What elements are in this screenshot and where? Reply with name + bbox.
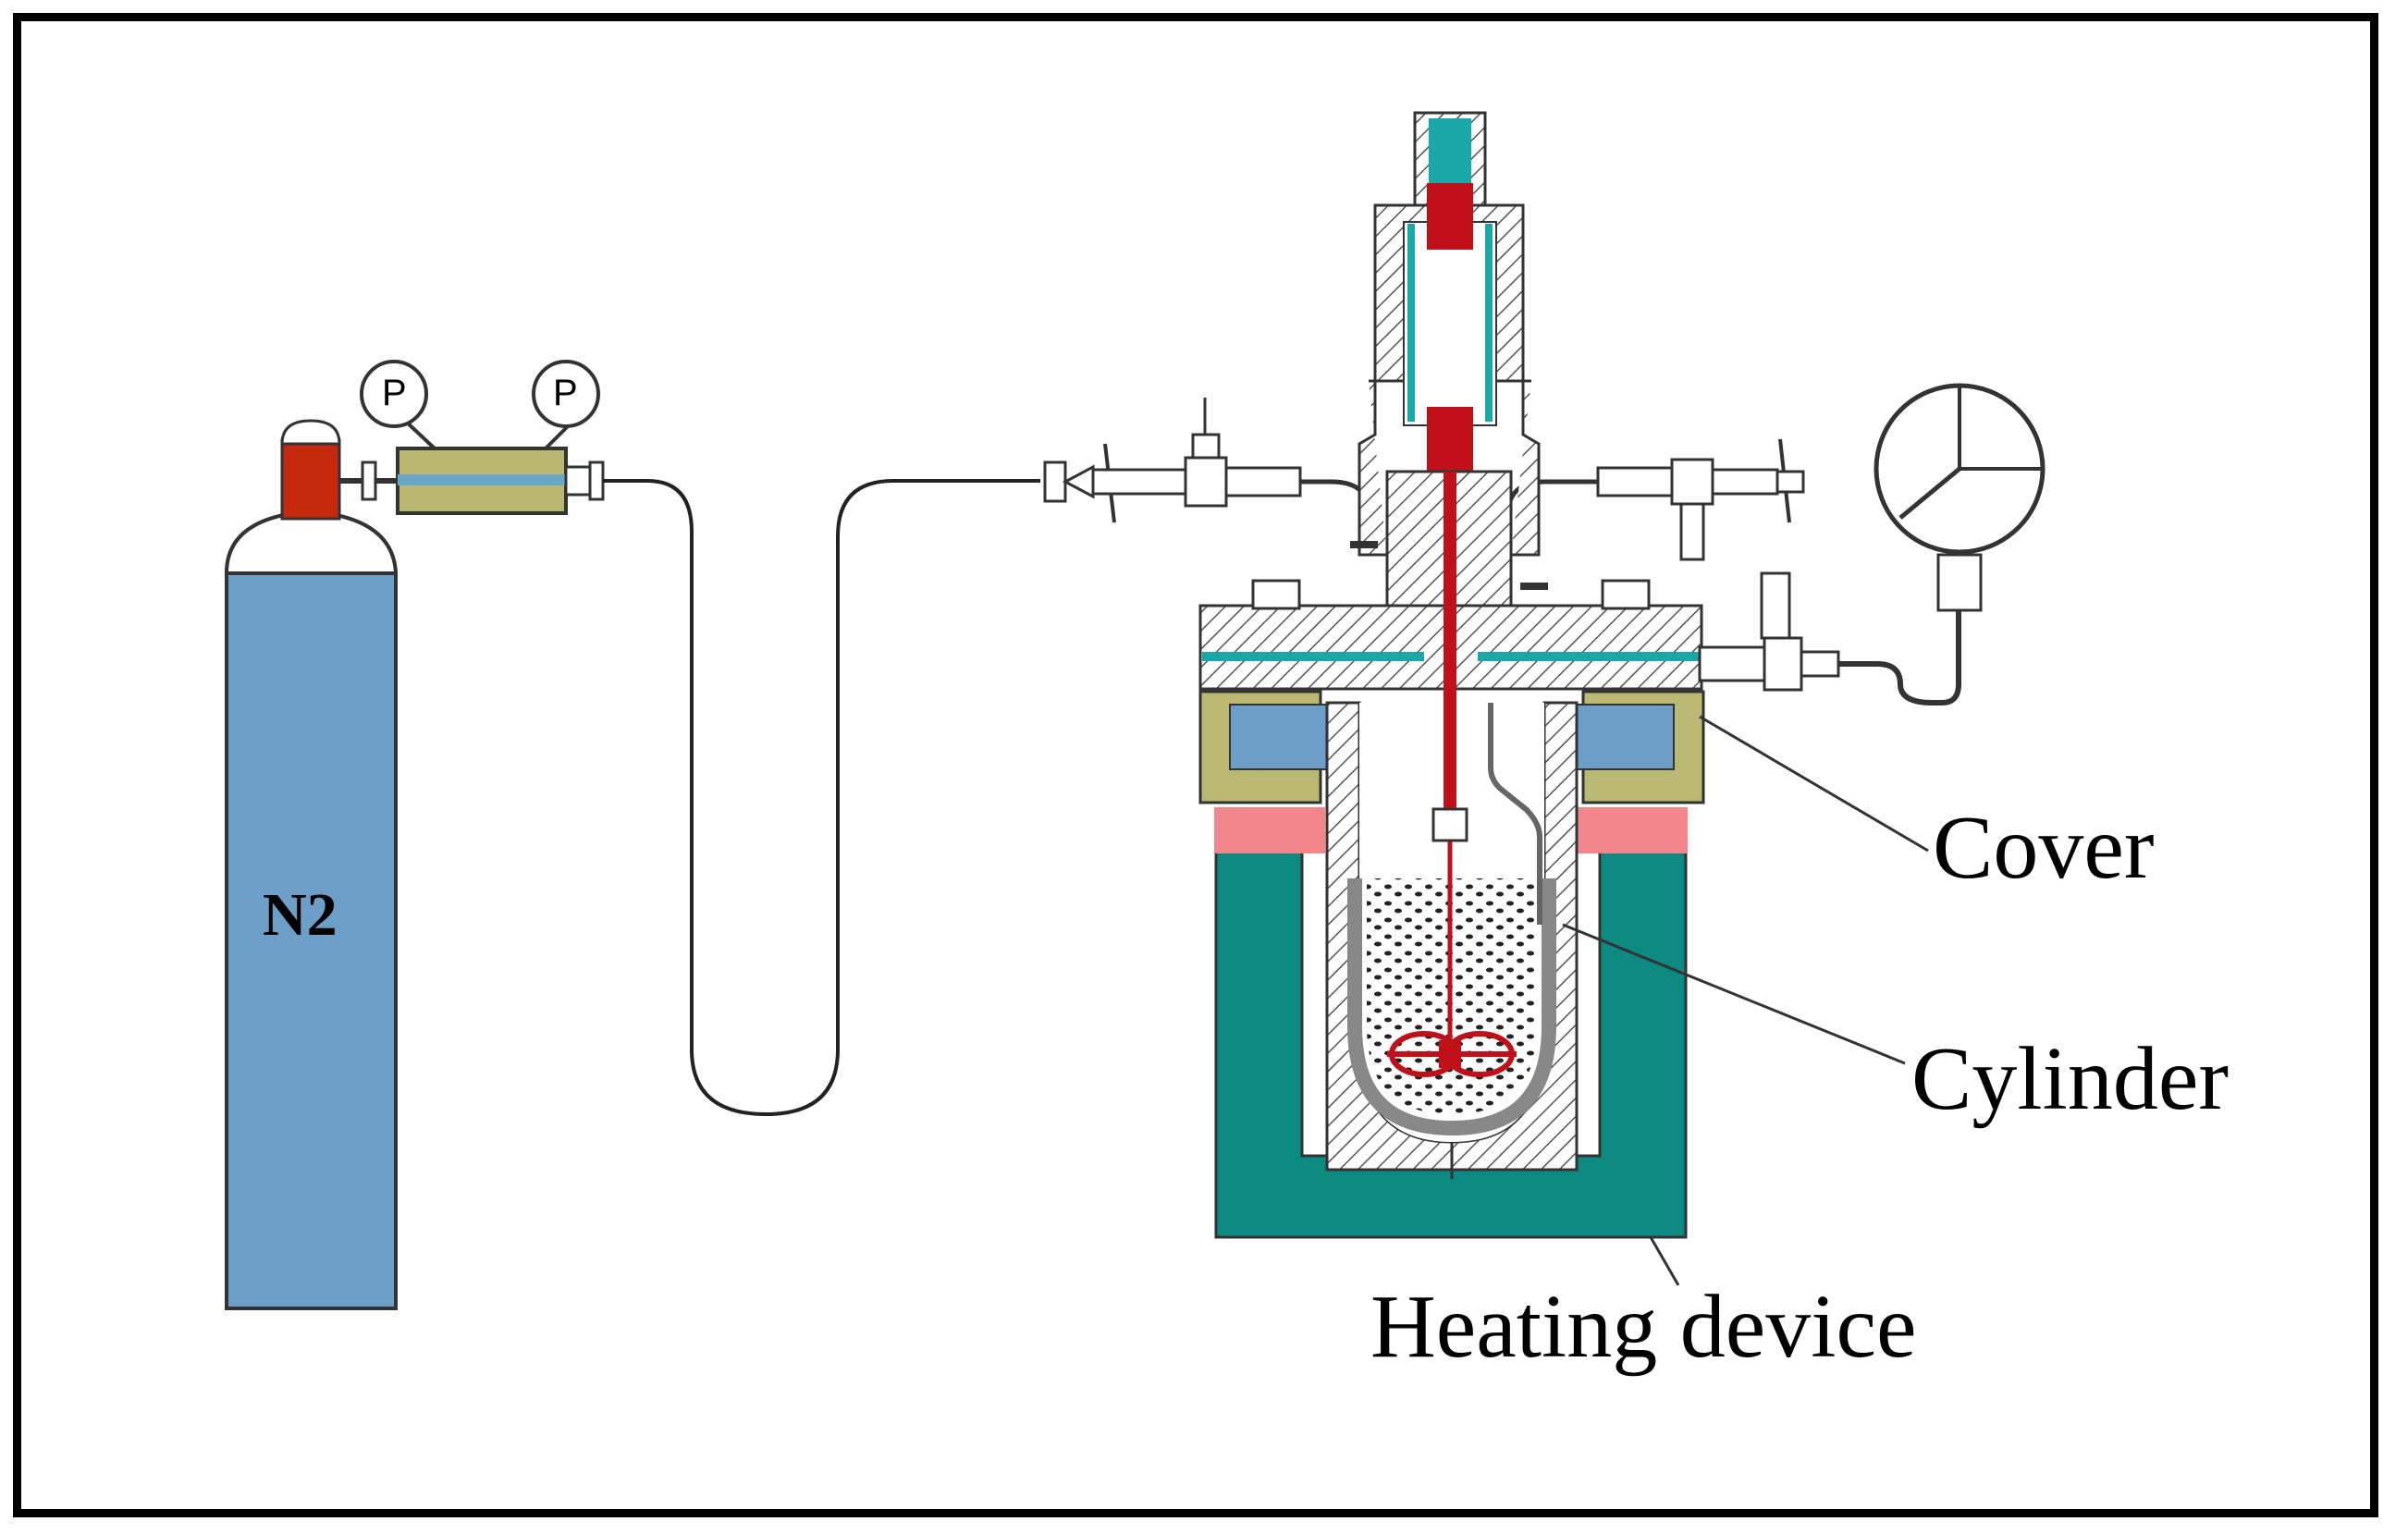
stirrer xyxy=(1387,472,1517,1077)
gas-cylinder xyxy=(224,419,399,1310)
gauge-p-label: P xyxy=(382,373,407,413)
cover-label: Cover xyxy=(1933,798,2155,898)
gas-hose xyxy=(603,479,1040,1117)
leader-cylinder xyxy=(1562,923,1906,1065)
gas-cylinder-label: N2 xyxy=(263,881,338,949)
gas-cylinder-cap xyxy=(280,419,341,446)
pressure-gauge-2 xyxy=(532,360,600,428)
figure-frame xyxy=(13,13,2378,1517)
pressure-gauge-1 xyxy=(360,360,428,428)
gauge-p-label: P xyxy=(553,373,578,413)
reactor-pressure-gauge xyxy=(1698,383,2046,706)
insulation-ring-left xyxy=(1214,807,1325,853)
gas-cylinder-valve xyxy=(280,438,341,521)
heating-device-label: Heating device xyxy=(1370,1277,1917,1377)
gas-cylinder-shoulder xyxy=(224,509,399,575)
cylinder-label: Cylinder xyxy=(1911,1029,2229,1129)
inlet-valve xyxy=(1043,398,1373,555)
pressure-regulator xyxy=(339,360,605,515)
outlet-valve xyxy=(1505,438,1805,561)
insulation-ring-right xyxy=(1572,807,1688,853)
leader-cover xyxy=(1699,715,1929,853)
stirrer-drive xyxy=(1350,111,1548,621)
cover-block-left xyxy=(1229,704,1333,770)
vessel-liner xyxy=(1347,878,1556,1136)
cover-block-right xyxy=(1571,704,1675,770)
leader-heating-device xyxy=(1649,1236,1680,1286)
